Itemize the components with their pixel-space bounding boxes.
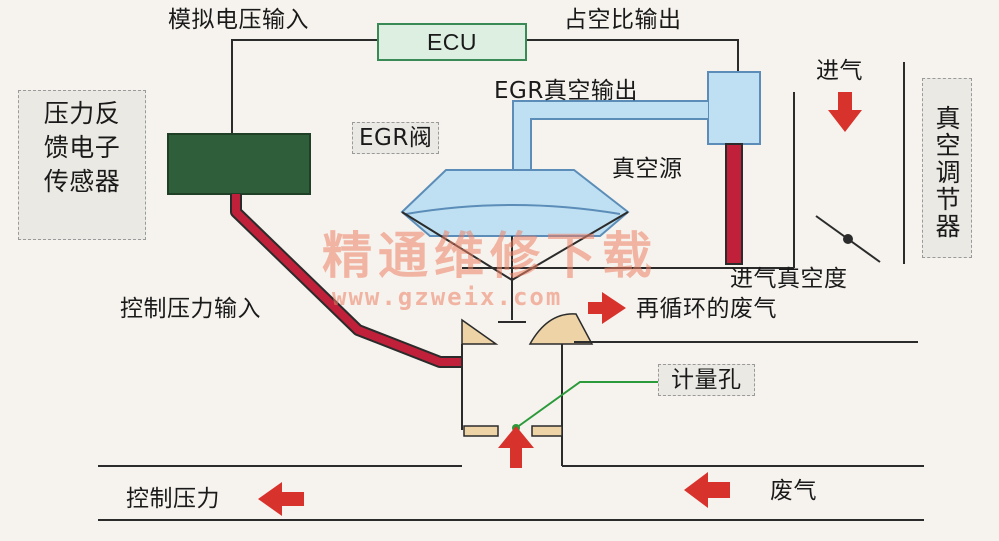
orifice-plate-right: [531, 425, 563, 437]
watermark-title: 精通维修下载: [322, 227, 658, 285]
watermark-url: www.gzweix.com: [332, 283, 563, 311]
control-pressure-line-fill: [232, 194, 462, 366]
orifice-pointer-line: [515, 381, 658, 429]
throttle-pivot: [843, 234, 853, 244]
recirculated-exhaust-label: 再循环的废气: [636, 296, 777, 322]
valve-seat-left: [461, 318, 499, 345]
egr-vacuum-tube-fill: [514, 102, 708, 182]
egr-vacuum-output-label: EGR真空输出: [494, 78, 638, 104]
intake-label: 进气: [816, 58, 863, 84]
valve-seat-right: [528, 313, 594, 345]
intake-arrow: [828, 92, 862, 132]
control-pressure-input-label: 控制压力输入: [120, 296, 261, 322]
pressure-sensor-block: [167, 133, 311, 195]
analog-signal-wire: [231, 39, 378, 134]
orifice-plate-left: [463, 425, 499, 437]
orifice-up-arrow: [498, 426, 534, 468]
control-pressure-arrow: [258, 482, 304, 516]
pressure-sensor-label: 压力反馈电子传感器: [18, 90, 146, 240]
vacuum-regulator-body: [707, 71, 761, 145]
egr-diaphragm: [405, 204, 621, 215]
exhaust-arrow: [684, 472, 730, 508]
ecu-box: [377, 23, 527, 61]
control-pressure-label: 控制压力: [126, 486, 220, 512]
ecu-label: ECU: [426, 29, 478, 55]
vacuum-source-label: 真空源: [612, 156, 683, 182]
duty-signal-wire: [526, 39, 739, 72]
vacuum-regulator-label: 真空调节器: [922, 78, 972, 258]
intake-vacuum-line: [725, 143, 743, 265]
exhaust-label: 废气: [770, 478, 817, 504]
duty-output-label: 占空比输出: [564, 7, 682, 33]
recirculated-arrow: [588, 292, 626, 324]
metering-orifice-label: 计量孔: [658, 364, 755, 396]
egr-valve-label: EGR阀: [352, 122, 440, 154]
intake-vacuum-label: 进气真空度: [730, 266, 848, 292]
analog-input-label: 模拟电压输入: [168, 7, 309, 33]
